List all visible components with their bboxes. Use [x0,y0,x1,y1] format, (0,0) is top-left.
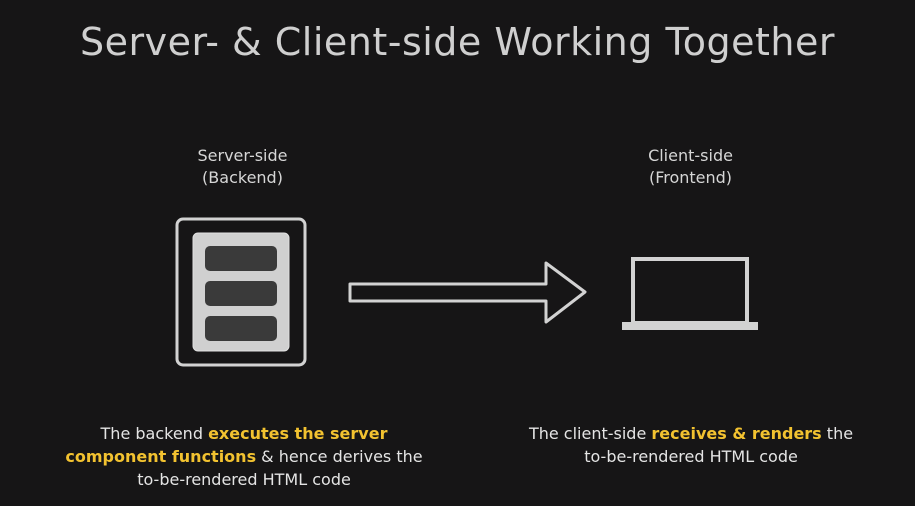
server-side-label: Server-side (Backend) [150,145,335,189]
client-side-caption: The client-side receives & renders the t… [525,422,857,468]
client-caption-highlight: receives & renders [651,424,822,443]
client-caption-text: The client-side [528,424,652,443]
server-icon [175,217,307,367]
client-caption-text-end: the to-be-rendered HTML code [584,424,854,466]
page-title: Server- & Client-side Working Together [80,20,835,64]
client-side-label: Client-side (Frontend) [598,145,783,189]
server-side-label-line2: (Backend) [202,168,283,187]
server-side-label-line1: Server-side [197,146,288,165]
server-caption-text: The backend [100,424,209,443]
server-side-caption: The backend executes the server componen… [55,422,433,491]
laptop-icon [622,257,758,330]
server-caption-text-end: & hence derives the to-be-rendered HTML … [137,447,423,489]
arrow-right-icon [348,261,587,324]
client-side-label-line2: (Frontend) [648,168,733,187]
client-side-label-line1: Client-side [648,146,733,165]
server-caption-highlight: executes the server component functions [65,424,388,466]
